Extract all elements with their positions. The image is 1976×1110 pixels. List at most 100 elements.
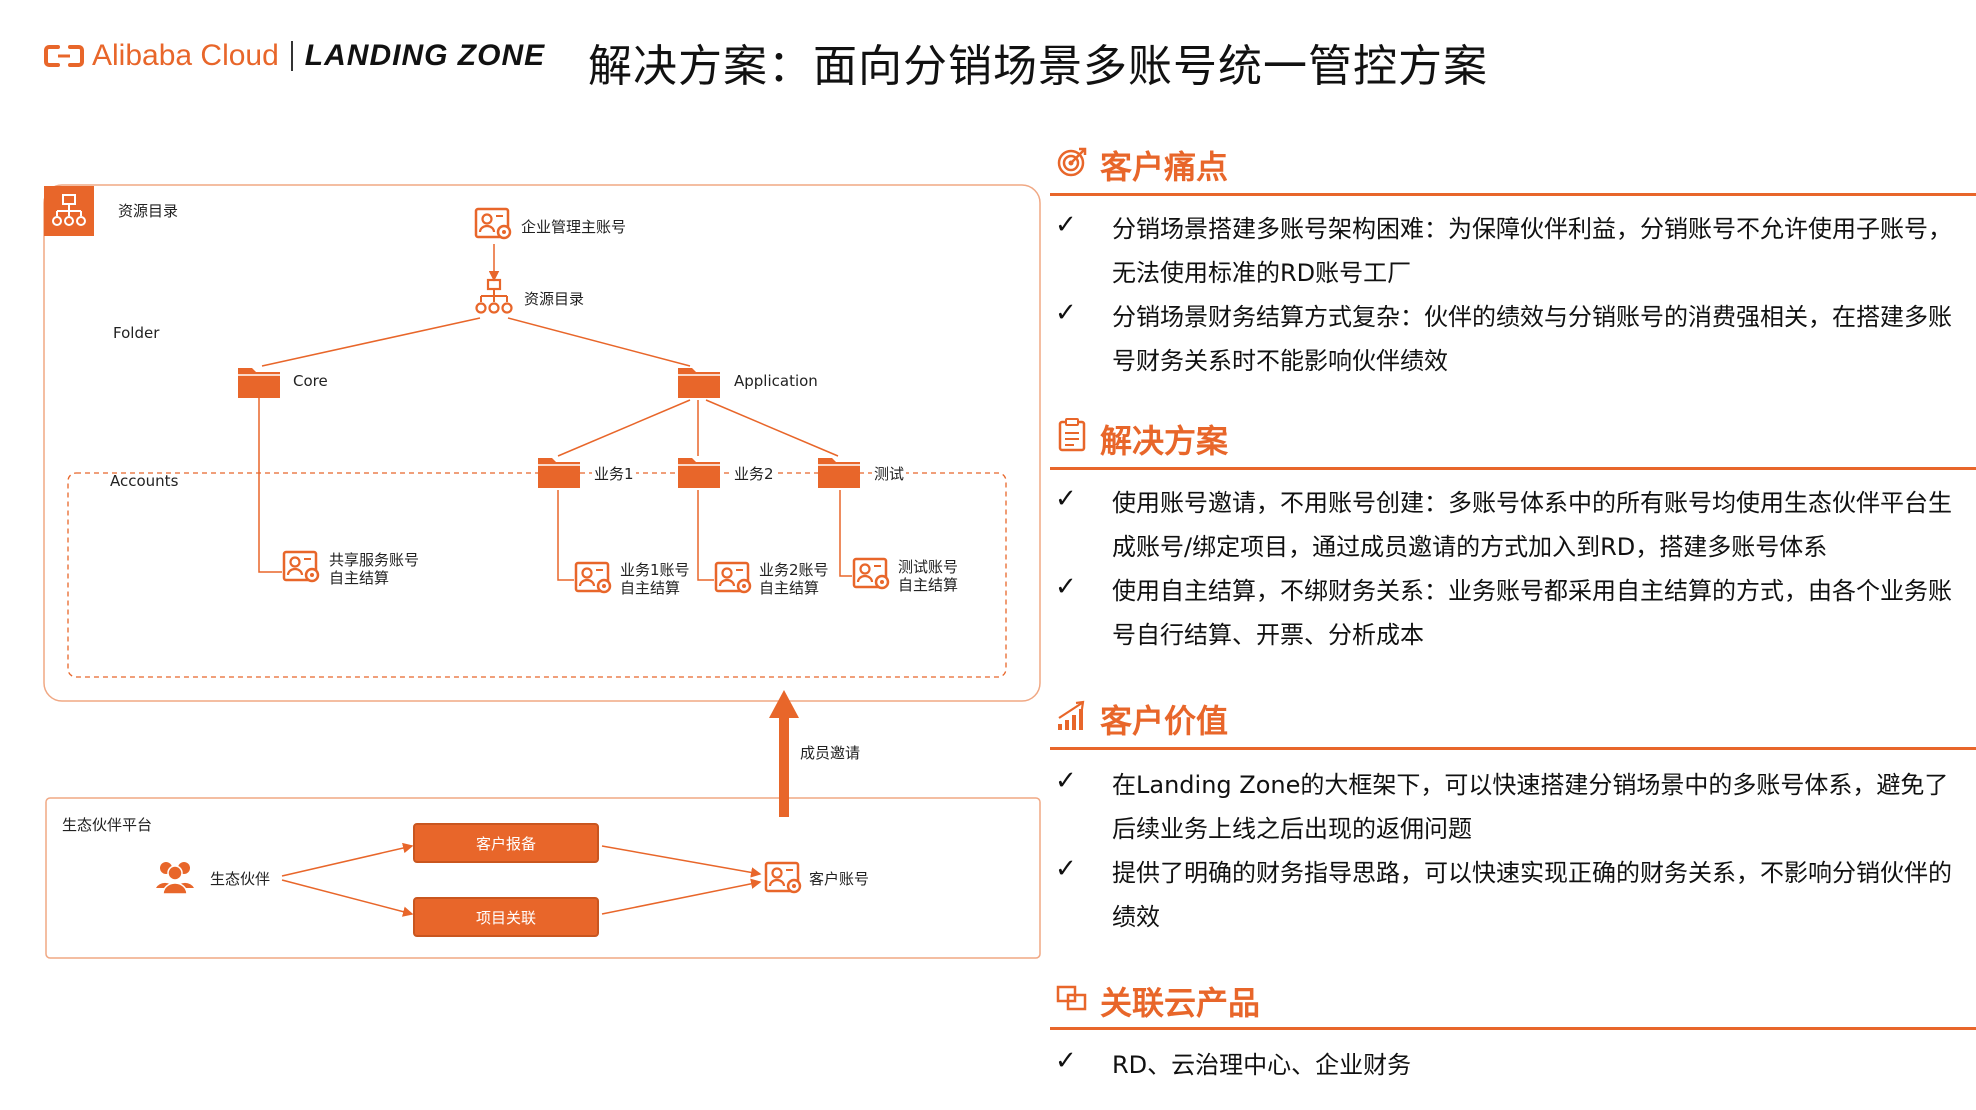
edge-report-to-customer xyxy=(601,845,762,878)
account-biz1 xyxy=(574,560,614,600)
customer-report-button[interactable]: 客户报备 xyxy=(413,823,599,863)
edge-partner-to-report xyxy=(281,842,414,877)
linked-products-icon xyxy=(1056,985,1087,1011)
edge-rd-to-core xyxy=(261,317,481,367)
resource-directory-badge xyxy=(44,186,94,236)
edge-project-to-customer xyxy=(601,878,762,915)
edge-core-to-shared xyxy=(258,398,282,573)
brand-logo: Alibaba Cloud LANDING ZONE xyxy=(44,38,545,74)
folder-test xyxy=(816,452,862,494)
member-invite-arrow-head xyxy=(769,690,799,718)
account-name: 测试账号 xyxy=(898,558,959,576)
customer-account-label: 客户账号 xyxy=(809,870,870,888)
account-gear-icon xyxy=(852,557,890,590)
pain-points-title: 客户痛点 xyxy=(1100,148,1229,186)
eco-partner-label: 生态伙伴 xyxy=(210,870,271,888)
account-gear-icon xyxy=(714,561,752,594)
edge-app-to-test xyxy=(705,399,839,457)
resource-directory-node-label: 资源目录 xyxy=(524,290,585,308)
folder-core xyxy=(236,362,282,404)
solution-divider xyxy=(1050,467,1976,470)
pain-point-item: 分销场景财务结算方式复杂：伙伴的绩效与分销账号的消费强相关，在搭建多账号财务关系… xyxy=(1112,303,1952,375)
folder-icon xyxy=(538,458,580,488)
people-icon xyxy=(156,862,194,895)
page-title: 解决方案：面向分销场景多账号统一管控方案 xyxy=(588,41,1488,92)
eco-platform-box xyxy=(45,797,1041,959)
check-icon: ✓ xyxy=(1055,766,1077,796)
account-gear-icon xyxy=(574,561,612,594)
target-icon xyxy=(1057,147,1087,177)
folder-application-label: Application xyxy=(734,372,818,390)
account-name: 业务2账号 xyxy=(759,561,829,579)
check-icon: ✓ xyxy=(1055,854,1077,884)
account-billing: 自主结算 xyxy=(898,576,959,594)
eco-platform-label: 生态伙伴平台 xyxy=(62,816,153,834)
account-name: 共享服务账号 xyxy=(329,551,420,569)
value-item: 提供了明确的财务指导思路，可以快速实现正确的财务关系，不影响分销伙伴的绩效 xyxy=(1112,859,1952,931)
value-title: 客户价值 xyxy=(1100,702,1229,740)
edge-rd-to-application xyxy=(507,317,691,367)
eco-partner-node xyxy=(154,856,196,900)
growth-chart-icon xyxy=(1058,700,1085,730)
edge-biz2-to-account xyxy=(697,490,714,581)
account-gear-icon xyxy=(282,550,320,583)
value-divider xyxy=(1050,747,1976,750)
account-gear-icon xyxy=(764,861,802,894)
project-link-button[interactable]: 项目关联 xyxy=(413,897,599,937)
brand-alibaba-cloud: Alibaba Cloud xyxy=(92,39,279,72)
folder-core-label: Core xyxy=(293,372,328,390)
edge-app-to-biz1 xyxy=(557,399,691,457)
clipboard-icon xyxy=(1058,418,1086,452)
folder-icon xyxy=(238,368,280,398)
folder-icon xyxy=(678,458,720,488)
accounts-level-label: Accounts xyxy=(110,472,179,490)
alibaba-cloud-icon xyxy=(44,45,84,67)
folder-icon xyxy=(678,368,720,398)
customer-account-node xyxy=(764,860,804,900)
value-item: 在Landing Zone的大框架下，可以快速搭建分销场景中的多账号体系，避免了… xyxy=(1112,771,1949,843)
member-invite-arrow-shaft xyxy=(779,715,789,817)
pain-point-item: 分销场景搭建多账号架构困难：为保障伙伴利益，分销账号不允许使用子账号，无法使用标… xyxy=(1112,215,1952,287)
products-title: 关联云产品 xyxy=(1100,984,1261,1022)
account-test xyxy=(852,556,892,596)
pain-points-divider xyxy=(1050,193,1976,196)
account-shared-label: 共享服务账号 自主结算 xyxy=(329,551,419,587)
check-icon: ✓ xyxy=(1055,572,1077,602)
check-icon: ✓ xyxy=(1055,298,1077,328)
accounts-dashed-box xyxy=(67,472,1007,678)
product-item: RD、云治理中心、企业财务 xyxy=(1112,1051,1412,1079)
products-divider xyxy=(1050,1027,1976,1030)
brand-separator xyxy=(290,41,293,71)
master-account-label: 企业管理主账号 xyxy=(521,218,627,236)
account-billing: 自主结算 xyxy=(329,569,390,587)
master-account-node xyxy=(474,206,514,246)
account-billing: 自主结算 xyxy=(759,579,820,597)
account-gear-icon xyxy=(474,207,512,240)
account-test-label: 测试账号 自主结算 xyxy=(898,558,958,594)
folder-biz2 xyxy=(676,452,722,494)
folder-level-label: Folder xyxy=(113,324,160,342)
check-icon: ✓ xyxy=(1055,484,1077,514)
check-icon: ✓ xyxy=(1055,1046,1077,1076)
account-billing: 自主结算 xyxy=(620,579,681,597)
solution-title: 解决方案 xyxy=(1100,422,1229,460)
folder-test-label: 测试 xyxy=(872,463,907,484)
org-tree-icon xyxy=(52,194,86,226)
account-shared xyxy=(282,549,322,589)
solution-item: 使用自主结算，不绑财务关系：业务账号都采用自主结算的方式，由各个业务账号自行结算… xyxy=(1112,577,1952,649)
account-biz2-label: 业务2账号 自主结算 xyxy=(759,561,829,597)
solution-item: 使用账号邀请，不用账号创建：多账号体系中的所有账号均使用生态伙伴平台生成账号/绑… xyxy=(1112,489,1952,561)
folder-application xyxy=(676,362,722,404)
member-invite-label: 成员邀请 xyxy=(800,744,861,762)
account-biz2 xyxy=(714,560,754,600)
edge-biz1-to-account xyxy=(557,490,574,581)
account-biz1-label: 业务1账号 自主结算 xyxy=(620,561,690,597)
resource-directory-node xyxy=(474,278,514,320)
folder-biz2-label: 业务2 xyxy=(732,463,776,484)
folder-biz1-label: 业务1 xyxy=(592,463,636,484)
org-tree-icon xyxy=(475,278,513,314)
resource-directory-box-label: 资源目录 xyxy=(118,202,179,220)
folder-biz1 xyxy=(536,452,582,494)
folder-icon xyxy=(818,458,860,488)
